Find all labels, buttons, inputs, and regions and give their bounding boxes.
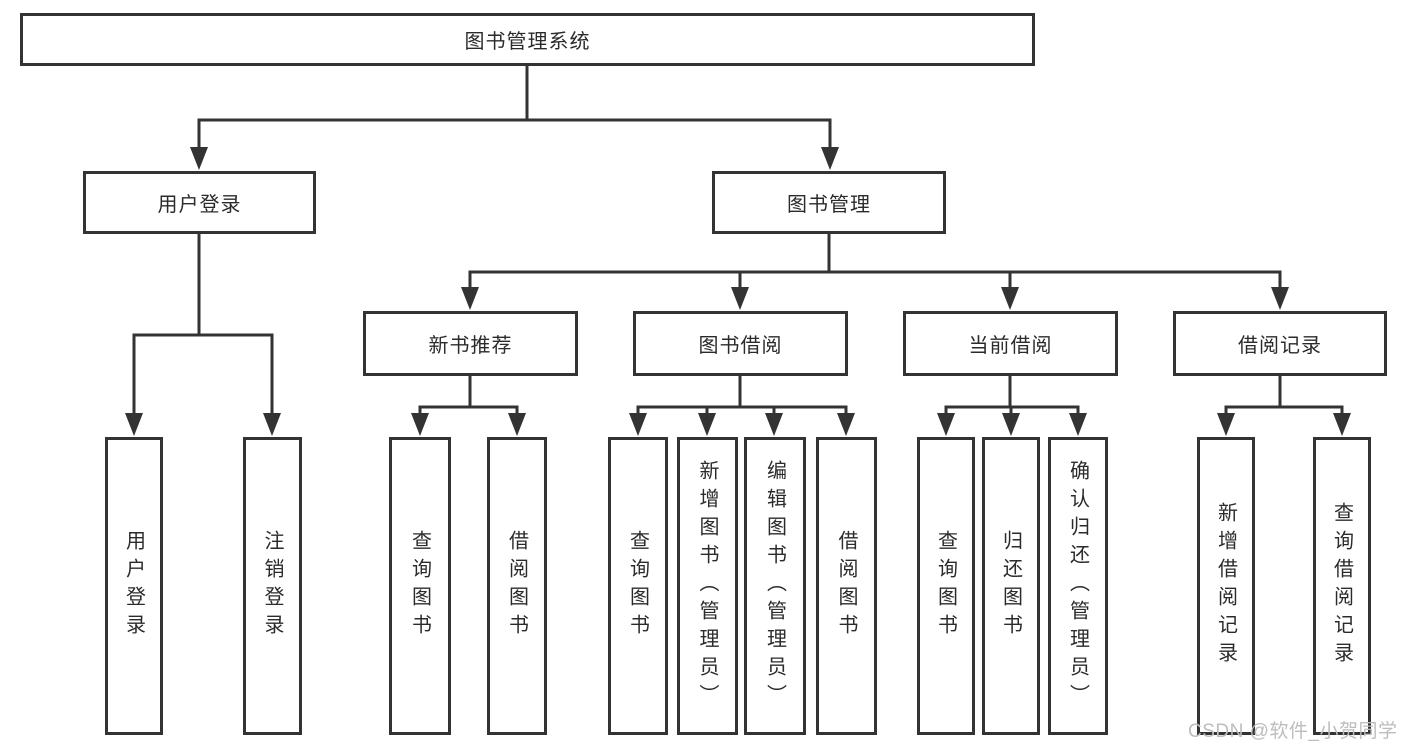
arrow-down-icon	[263, 413, 281, 436]
arrow-down-icon	[1001, 287, 1019, 310]
leaf-return-book: 归还图书	[982, 437, 1040, 735]
node-new-book-recommend: 新书推荐	[363, 311, 578, 376]
leaf-user-login: 用户登录	[105, 437, 163, 735]
leaf-edit-book-admin: 编辑图书（管理员）	[744, 437, 806, 735]
arrow-down-icon	[698, 413, 716, 436]
leaf-query-books-borrow: 查询图书	[608, 437, 668, 735]
arrow-down-icon	[837, 413, 855, 436]
node-user-login: 用户登录	[83, 171, 316, 234]
arrow-down-icon	[821, 147, 839, 170]
arrow-down-icon	[190, 147, 208, 170]
arrow-down-icon	[1217, 413, 1235, 436]
node-library-system: 图书管理系统	[20, 13, 1035, 66]
leaf-borrow-books-recommend: 借阅图书	[487, 437, 547, 735]
arrow-down-icon	[629, 413, 647, 436]
node-borrow-records: 借阅记录	[1173, 311, 1387, 376]
node-book-management: 图书管理	[712, 171, 946, 234]
node-current-borrow: 当前借阅	[903, 311, 1118, 376]
leaf-query-books-current: 查询图书	[917, 437, 975, 735]
arrow-down-icon	[461, 287, 479, 310]
arrow-down-icon	[508, 413, 526, 436]
leaf-add-book-admin: 新增图书（管理员）	[677, 437, 738, 735]
leaf-borrow-books: 借阅图书	[816, 437, 877, 735]
arrow-down-icon	[937, 413, 955, 436]
leaf-add-borrow-record: 新增借阅记录	[1197, 437, 1255, 735]
arrow-down-icon	[765, 413, 783, 436]
arrow-down-icon	[1333, 413, 1351, 436]
leaf-query-books-recommend: 查询图书	[389, 437, 451, 735]
leaf-confirm-return-admin: 确认归还（管理员）	[1048, 437, 1108, 735]
arrow-down-icon	[1271, 287, 1289, 310]
arrow-heads	[125, 147, 1351, 436]
arrow-down-icon	[411, 413, 429, 436]
leaf-logout-login: 注销登录	[243, 437, 302, 735]
node-book-borrow: 图书借阅	[633, 311, 848, 376]
leaf-query-borrow-record: 查询借阅记录	[1313, 437, 1371, 735]
arrow-down-icon	[731, 287, 749, 310]
arrow-down-icon	[125, 413, 143, 436]
arrow-down-icon	[1069, 413, 1087, 436]
arrow-down-icon	[1002, 413, 1020, 436]
watermark: CSDN @软件_小贺同学	[1188, 721, 1398, 742]
